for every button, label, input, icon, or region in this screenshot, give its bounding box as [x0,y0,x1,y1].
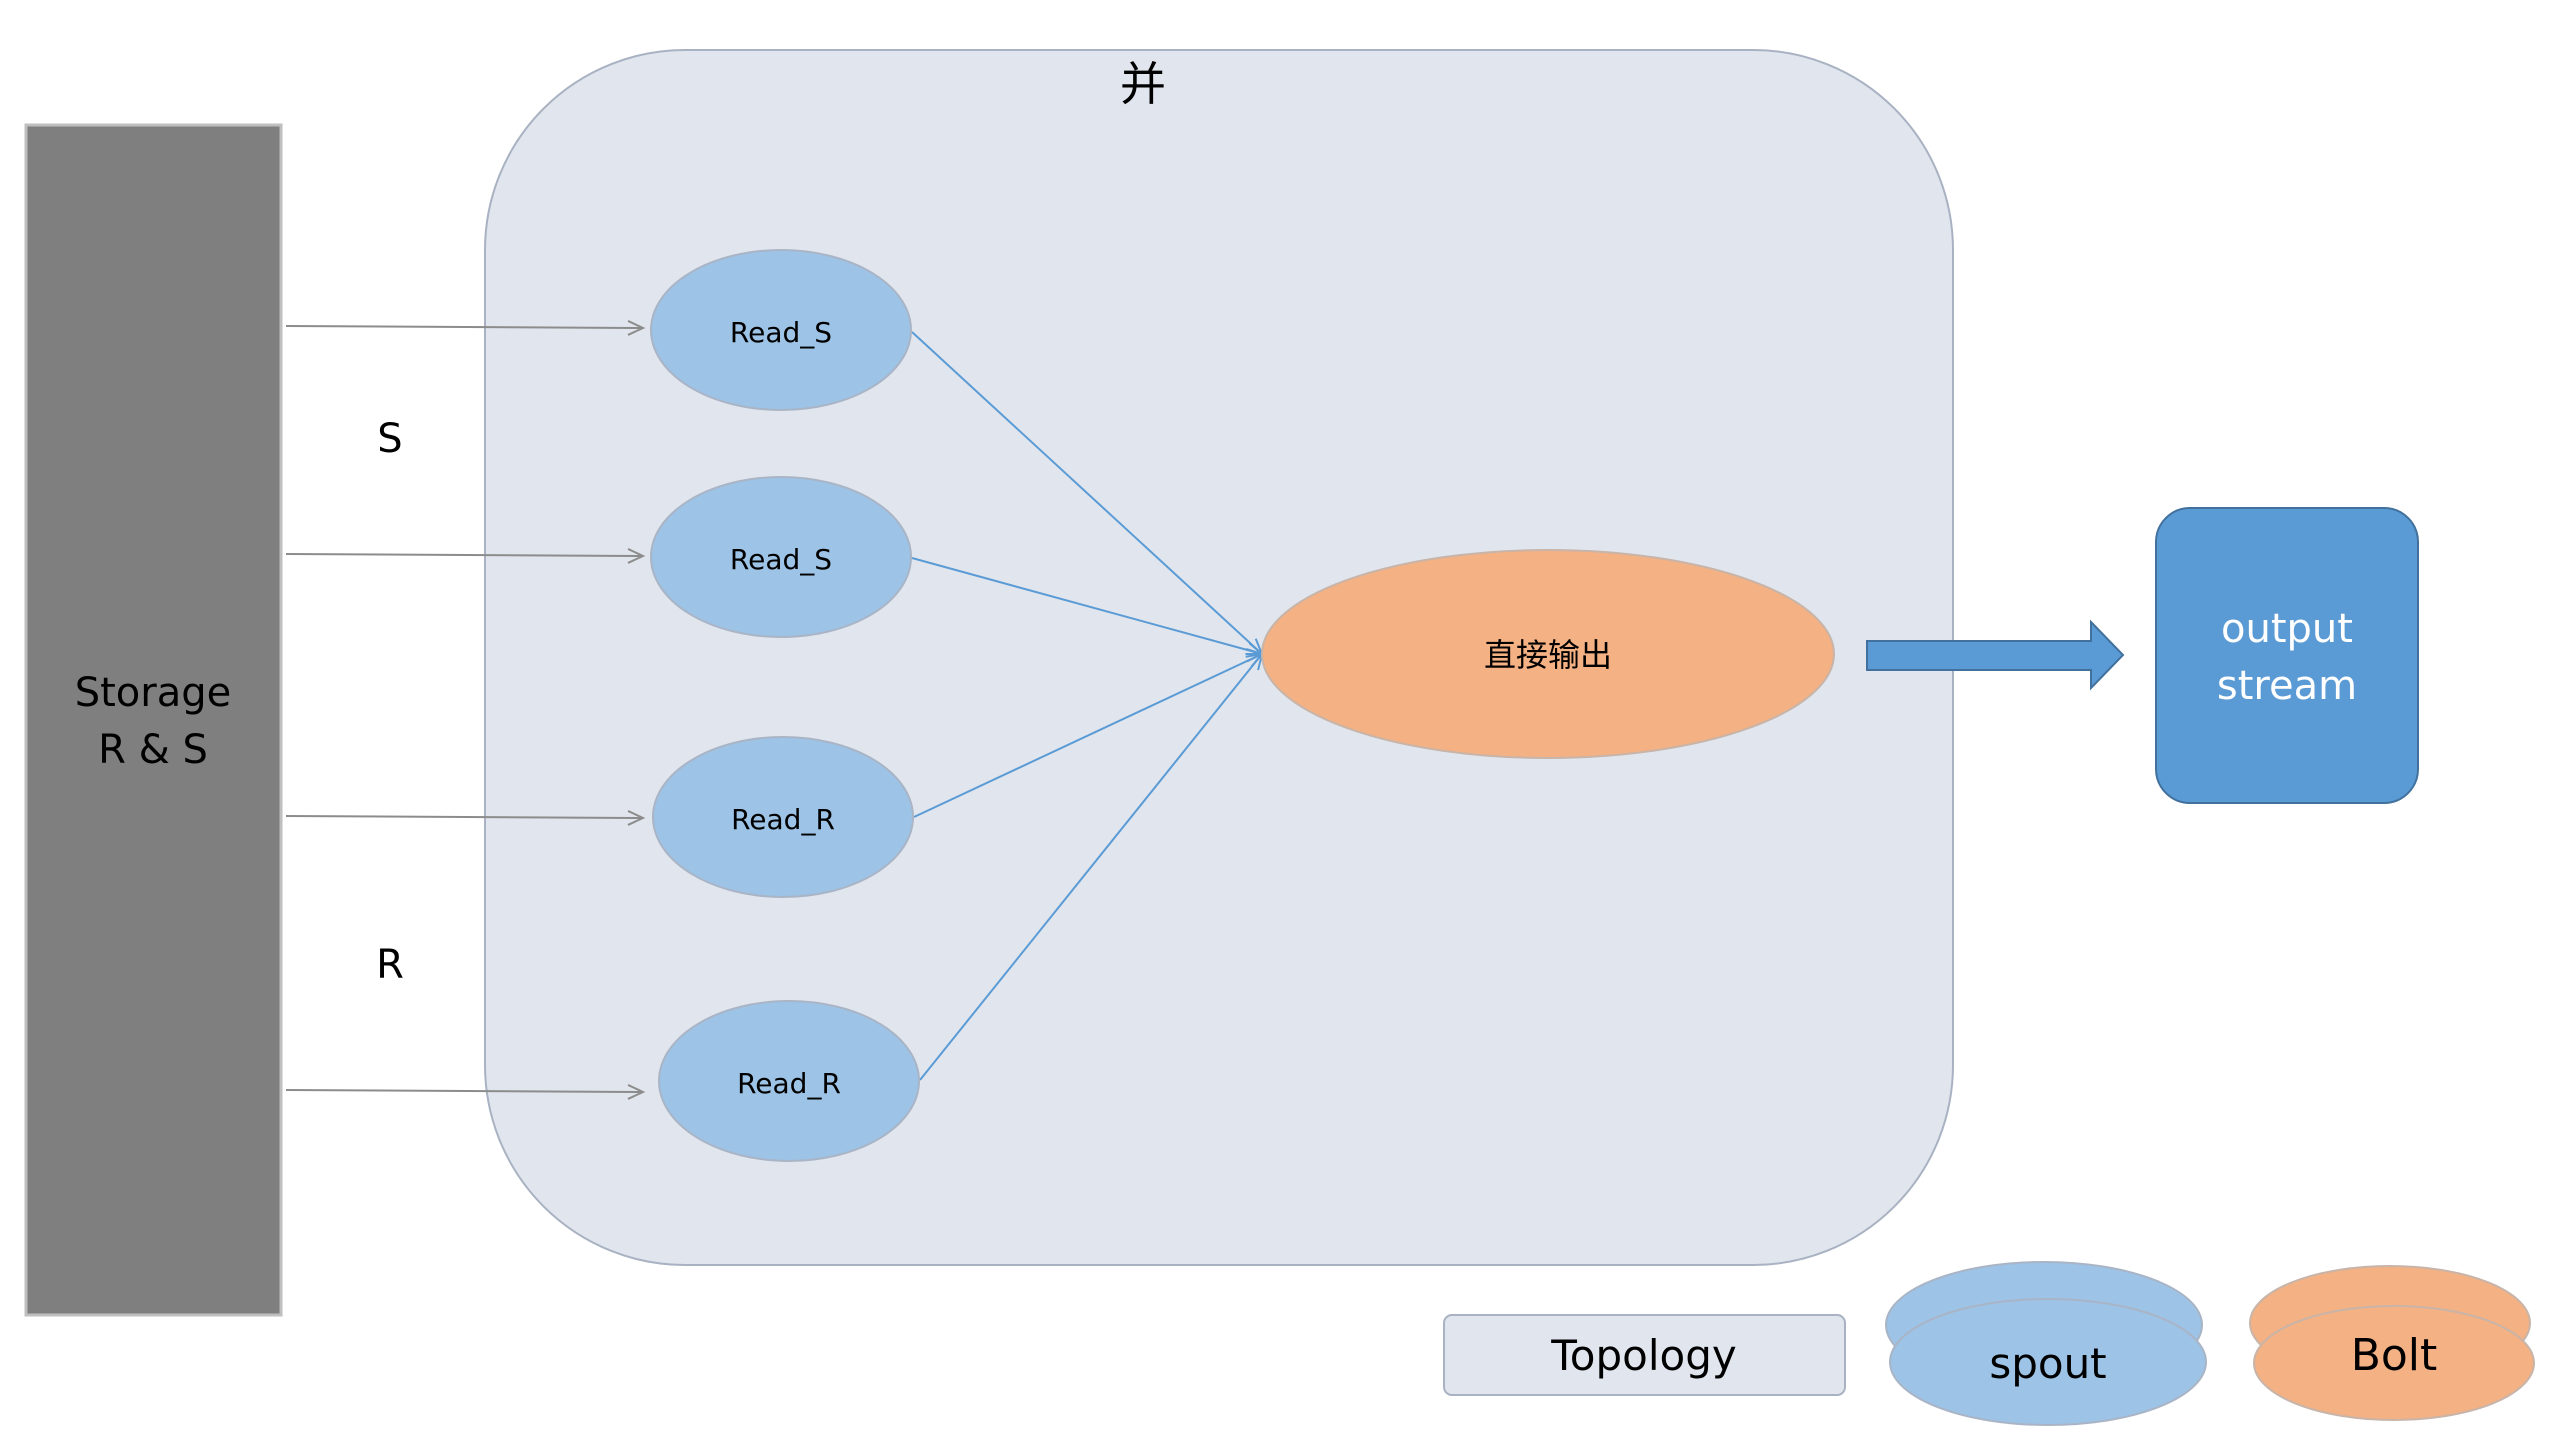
legend-topology-label: Topology [1550,1331,1736,1380]
spout-label: Read_R [731,803,835,836]
legend-spout-label: spout [1989,1339,2106,1388]
legend-spout-front [1889,1298,2207,1426]
storage-label-line2: R & S [98,727,208,773]
spout-to-bolt-arrow-1 [911,331,1264,656]
bolt-label: 直接输出 [1484,636,1612,674]
spout-label: Read_S [730,316,832,349]
stream-label-r: R [376,942,404,988]
spout-node-read-r-1 [652,736,914,898]
output-label-line1: output [2221,606,2353,652]
storage-arrow-3 [285,810,646,826]
spout-to-bolt-arrow-2 [911,557,1265,658]
spout-node-read-r-2 [658,1000,920,1162]
spout-label: Read_R [737,1067,841,1100]
spout-node-read-s-2 [650,476,912,638]
spout-label: Read_S [730,543,832,576]
legend-bolt-front [2253,1305,2535,1421]
output-label-line2: stream [2217,663,2357,709]
output-block-arrow [1866,619,2125,691]
legend-bolt-label: Bolt [2351,1330,2438,1381]
bolt-node [1261,549,1835,759]
legend-topology-swatch [1443,1314,1846,1396]
storage-arrow-4 [285,1084,646,1100]
spout-to-bolt-arrow-3 [913,652,1265,818]
storage-block [24,123,283,1317]
stream-label-s: S [377,416,402,462]
spout-to-bolt-arrow-4 [919,652,1264,1081]
output-stream-box [2155,507,2419,804]
storage-label-line1: Storage [75,670,232,716]
storage-arrow-1 [285,320,646,336]
topology-title: 并 [1120,57,1166,111]
storage-arrow-2 [285,548,646,564]
spout-node-read-s-1 [650,249,912,411]
